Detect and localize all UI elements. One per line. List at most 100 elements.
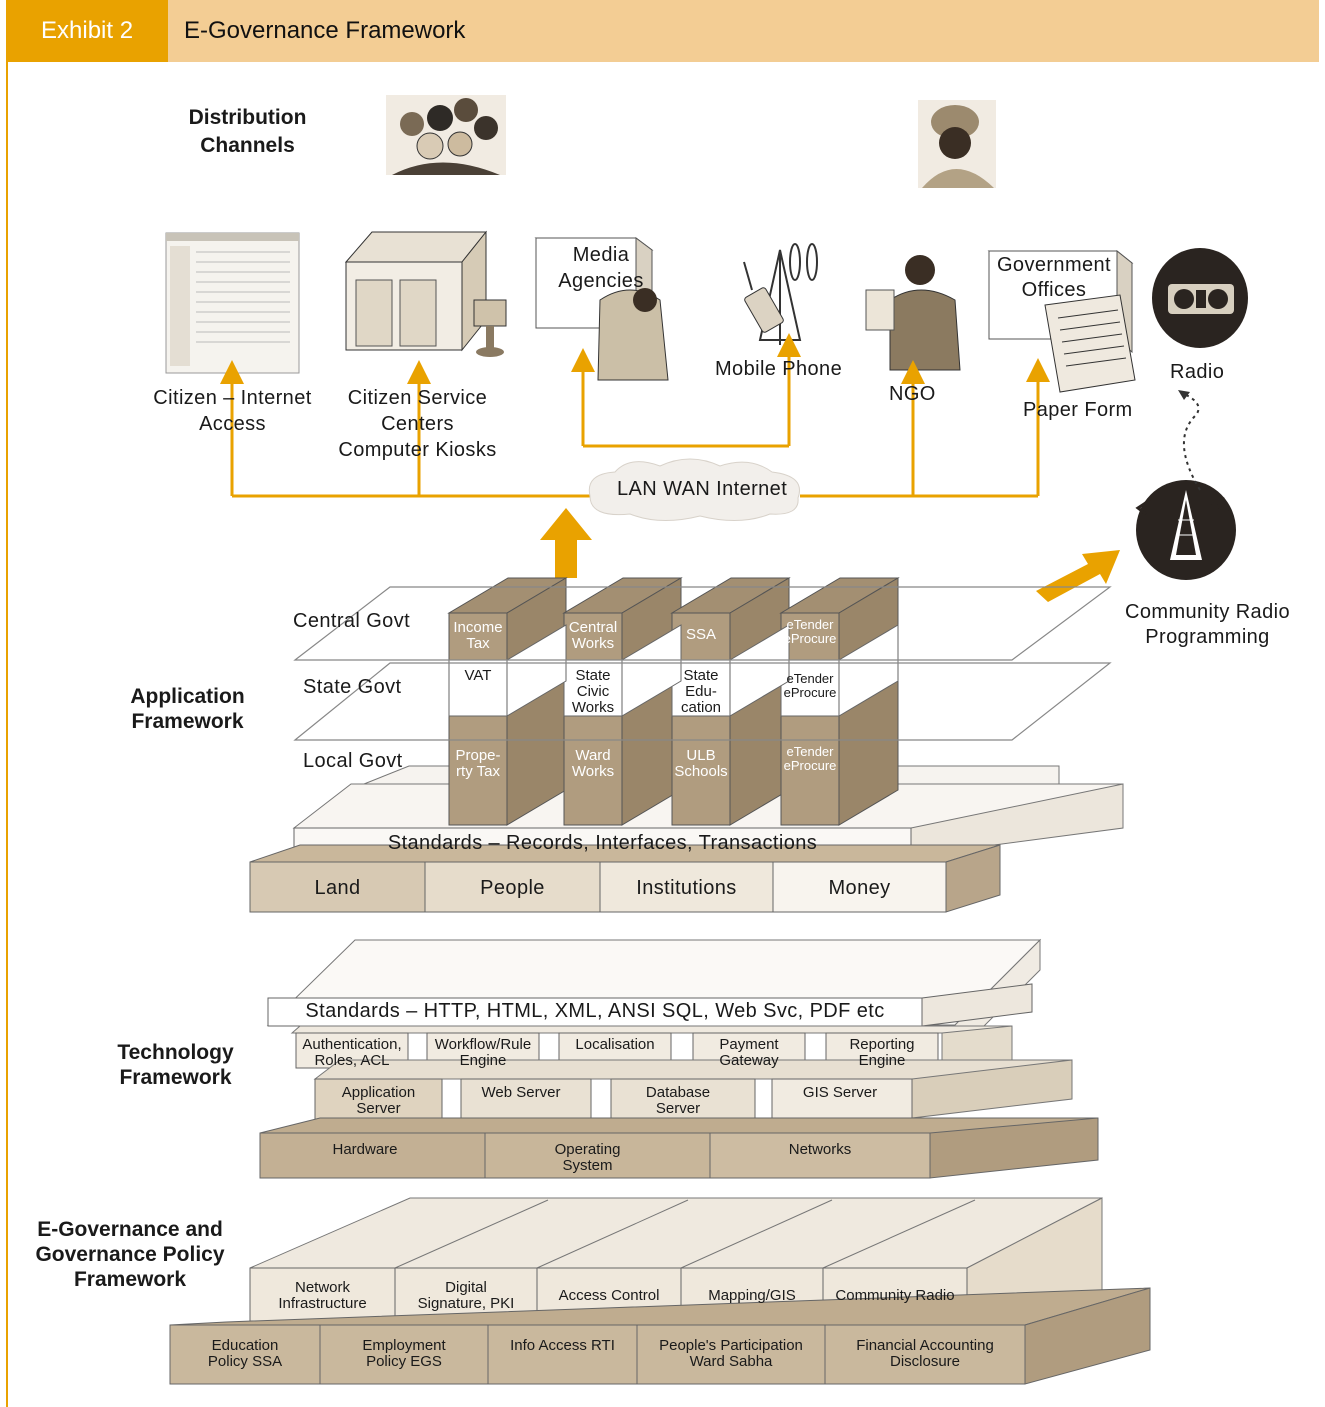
cell-line: Access Control [558, 1287, 660, 1304]
cell-line: Prope- [455, 747, 501, 764]
title-line: Framework [131, 710, 244, 733]
tech-server-gis [771, 1078, 913, 1120]
community-radio-tower-icon [1135, 480, 1236, 580]
cell-line: Ward [575, 747, 611, 764]
cell-property-tax: Prope-rty Tax [449, 748, 507, 780]
tech-base-networks [709, 1132, 931, 1179]
channel-ngo-label: NGO [889, 383, 936, 405]
label-line: Government [996, 254, 1112, 276]
label-line: Citizen – Internet [153, 387, 312, 409]
cell-line: Networks [788, 1141, 852, 1158]
application-framework-title: Application Framework [100, 684, 275, 734]
government-offices-box [987, 249, 1136, 393]
cell-line: Workflow/Rule [434, 1036, 532, 1053]
policy-financial [824, 1324, 1026, 1385]
radio-icon [1152, 248, 1248, 348]
base-tile-people [424, 861, 601, 913]
cell-line: eTender [786, 671, 834, 686]
cell-line: Server [655, 1100, 701, 1117]
title-line: Application [130, 685, 245, 708]
level-local-label: Local Govt [303, 750, 403, 772]
base-people-label: People [480, 877, 545, 899]
cell-line: eTender [786, 617, 834, 632]
radio-arrow [1036, 550, 1120, 602]
tech-auth-label: Authentication,Roles, ACL [296, 1037, 408, 1069]
service-center-kiosk-illustration [344, 230, 507, 357]
tech-base-os [484, 1132, 711, 1179]
cell-line: Engine [858, 1052, 906, 1069]
cell-line: Info Access RTI [510, 1337, 615, 1354]
cell-line: Policy EGS [366, 1353, 442, 1370]
distribution-channels-title: Distribution Channels [160, 104, 335, 160]
cell-line: Community Radio [835, 1287, 955, 1304]
cell-line: VAT [464, 667, 492, 684]
tech-web-server-label: Web Server [461, 1085, 581, 1101]
internet-browser-illustration [165, 232, 300, 374]
cell-line: System [562, 1157, 613, 1174]
channel-csc-label: Citizen Service Centers Computer Kiosks [320, 385, 515, 463]
base-land-label: Land [314, 877, 361, 899]
frame-left-rule [6, 62, 8, 1407]
cell-line: Income [453, 619, 503, 636]
cell-line: State [575, 667, 611, 684]
exhibit-number: Exhibit 2 [41, 17, 134, 44]
up-arrow [540, 508, 592, 578]
base-institutions-label: Institutions [636, 877, 737, 899]
cell-line: Digital [445, 1279, 487, 1296]
government-level-planes [293, 586, 1112, 741]
cell-line: Education [211, 1337, 279, 1354]
state-govt-band [448, 624, 899, 717]
rural-citizen-illustration [918, 100, 996, 188]
tech-hardware-label: Hardware [260, 1142, 470, 1158]
label-line: Centers [381, 413, 454, 435]
citizens-group-illustration [386, 95, 506, 175]
cell-line: Database [645, 1084, 711, 1101]
community-radio-label: Community Radio Programming [1105, 600, 1310, 650]
cell-line: Tax [466, 635, 490, 652]
cell-line: Works [571, 763, 615, 780]
cell-line: Works [571, 699, 615, 716]
cell-line: eProcure [783, 685, 837, 700]
network-cloud [588, 458, 800, 522]
exhibit-number-band: Exhibit 2 [6, 0, 168, 62]
cell-line: Employment [362, 1337, 446, 1354]
exhibit-title: E-Governance Framework [184, 17, 466, 44]
application-standards-label: Standards – Records, Interfaces, Transac… [387, 832, 818, 854]
mobile-phone-illustration [743, 243, 818, 345]
title-line: Technology [117, 1041, 234, 1064]
label-line: Agencies [558, 270, 644, 292]
cell-line: Reporting [849, 1036, 915, 1053]
cell-line: eProcure [783, 631, 837, 646]
title-line: Distribution [188, 106, 307, 129]
cell-line: Localisation [575, 1036, 655, 1053]
cell-line: Policy SSA [207, 1353, 283, 1370]
policy-network-infra [249, 1267, 396, 1325]
cell-line: Roles, ACL [314, 1052, 390, 1069]
cell-line: Central [568, 619, 618, 636]
channel-gov-offices-label: Government Offices [989, 253, 1119, 303]
policy-employment [319, 1324, 489, 1385]
label-line: Access [199, 413, 266, 435]
channel-media-label: Media Agencies [536, 242, 666, 294]
label-line: Community Radio [1125, 601, 1290, 623]
cell-line: Hardware [332, 1141, 398, 1158]
policy-rti-label: Info Access RTI [488, 1338, 637, 1354]
tech-localisation-label: Localisation [559, 1037, 671, 1053]
cell-line: Ward Sabha [689, 1353, 773, 1370]
policy-education [169, 1324, 321, 1385]
base-tile-institutions [599, 861, 774, 913]
label-line: Offices [1021, 279, 1087, 301]
cell-line: Mapping/GIS [708, 1287, 796, 1304]
base-money-label: Money [828, 877, 891, 899]
